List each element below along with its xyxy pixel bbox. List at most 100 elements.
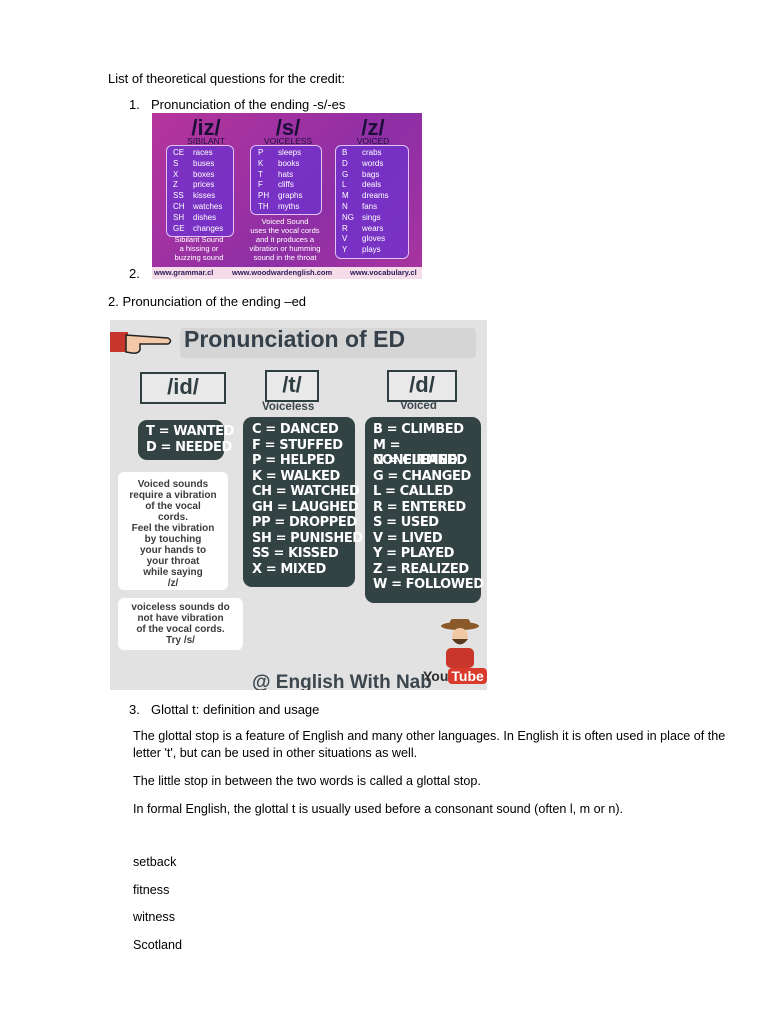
ed-word: B = CLIMBED — [373, 422, 464, 437]
example-word: fans — [362, 202, 378, 211]
example-word: changes — [193, 223, 224, 233]
paragraph-formal-english: In formal English, the glottal t is usua… — [133, 802, 624, 816]
subheader-voiceless: Voiceless — [262, 401, 315, 413]
note-line: not have vibration — [137, 613, 224, 624]
ed-word: PP = DROPPED — [252, 515, 357, 530]
header-id: /id/ — [140, 372, 226, 404]
note-line: of the vocal cords. — [136, 624, 225, 635]
ed-word: G = CHANGED — [373, 468, 471, 484]
ending-letters: K — [258, 158, 264, 168]
ed-word: T = WANTED — [146, 424, 235, 439]
ed-title: Pronunciation of ED — [184, 326, 406, 352]
example-word: sleeps — [278, 148, 302, 157]
paragraph-glottal-stop: The little stop in between the two words… — [133, 774, 481, 788]
ed-word: K = WALKED — [252, 468, 340, 484]
ending-letters: S — [173, 158, 179, 168]
list-number-1: 1. — [129, 97, 140, 112]
ending-letters: NG — [342, 212, 354, 222]
note-line: of the vocal — [145, 501, 201, 512]
voiceless-box — [250, 145, 322, 215]
list-number-2: 2. — [129, 266, 140, 281]
example-word: books — [278, 158, 300, 168]
example-word: Scotland — [133, 938, 183, 952]
header-z: /z/ — [361, 115, 385, 140]
example-word: bags — [362, 169, 380, 179]
note-line: your throat — [146, 556, 200, 567]
note-line: while saying — [143, 567, 203, 578]
example-word: graphs — [278, 191, 303, 201]
ending-letters: CE — [173, 148, 185, 157]
voiced-box — [335, 145, 409, 259]
ed-word: Y = PLAYED — [373, 546, 455, 561]
ed-word: C = DANCED — [252, 422, 339, 437]
document-heading: List of theoretical questions for the cr… — [108, 71, 346, 86]
ending-letters: V — [342, 234, 348, 244]
example-word: deals — [362, 180, 382, 190]
ed-word: S = USED — [373, 515, 439, 530]
example-word: myths — [278, 202, 300, 211]
sibilant-note: Sibilant Sound a hissing or buzzing soun… — [174, 235, 224, 262]
note-line: Feel the vibration — [131, 523, 215, 534]
example-word: sings — [362, 212, 381, 222]
ending-letters: L — [342, 180, 347, 190]
note-line: Voiced sounds — [137, 479, 209, 490]
ed-word: R = ENTERED — [373, 499, 466, 515]
paragraph-glottal-definition: The glottal stop is a feature of English… — [133, 729, 726, 760]
subheader-voiceless: VOICELESS — [263, 136, 313, 146]
list-item-3: Glottal t: definition and usage — [151, 702, 320, 717]
ending-letters: F — [258, 180, 263, 190]
subheader-voiced: Voiced — [400, 400, 437, 412]
example-word: races — [193, 148, 213, 157]
ending-letters: D — [342, 158, 348, 168]
ending-letters: T — [258, 169, 263, 179]
sibilant-box — [166, 145, 234, 237]
note-line: Try /s/ — [166, 635, 195, 646]
example-word: buses — [193, 158, 215, 168]
ending-letters: GE — [173, 223, 185, 233]
header-iz: /iz/ — [191, 115, 221, 140]
voiced-sounds-note — [118, 472, 228, 590]
note-line: /z/ — [167, 578, 179, 589]
ending-letters: PH — [258, 191, 270, 201]
ed-word: W = FOLLOWED — [373, 577, 484, 592]
ending-letters: TH — [258, 202, 269, 211]
id-words-box — [138, 420, 224, 460]
ed-word: D = NEEDED — [146, 439, 232, 455]
footer-link-vocabulary: www.vocabulary.cl — [350, 268, 417, 277]
d-words-box — [365, 417, 481, 603]
example-word: words — [362, 158, 384, 168]
ed-word: CH = WATCHED — [252, 484, 360, 499]
ending-letters: R — [342, 223, 348, 233]
footer-link-grammar: www.grammar.cl — [154, 268, 214, 277]
example-word: plays — [362, 245, 381, 255]
s-es-pronunciation-image: /iz/ /s/ /z/ SIBILANT VOICELESS VOICED C… — [152, 113, 422, 279]
ending-letters: M — [342, 191, 349, 201]
ending-letters: CH — [173, 202, 185, 211]
header-d: /d/ — [387, 370, 457, 402]
ed-word: X = MIXED — [252, 561, 326, 577]
ending-letters: Z — [173, 180, 178, 190]
ed-word: F = STUFFED — [252, 437, 343, 453]
list-item-2: 2. Pronunciation of the ending –ed — [108, 294, 307, 309]
example-word: fitness — [133, 883, 170, 897]
ending-letters: Y — [342, 245, 348, 255]
note-line: your hands to — [139, 545, 207, 556]
example-word: boxes — [193, 169, 215, 179]
ed-word: P = HELPED — [252, 453, 335, 468]
ed-word: GH = LAUGHED — [252, 499, 359, 515]
header-t: /t/ — [265, 370, 319, 402]
example-word: wears — [362, 223, 384, 233]
list-number-3: 3. — [129, 702, 140, 717]
example-word: witness — [133, 910, 175, 924]
example-word: dishes — [193, 212, 217, 222]
header-s: /s/ — [275, 115, 301, 140]
subheader-voiced: VOICED — [356, 136, 390, 146]
ed-word: Z = REALIZED — [373, 561, 469, 577]
cowboy-character-icon — [441, 619, 479, 668]
ed-word: SS = KISSED — [252, 546, 339, 561]
example-word: hats — [278, 169, 294, 179]
ed-word: N = CLEANED — [373, 453, 467, 468]
ending-letters: X — [173, 169, 179, 179]
ending-letters: G — [342, 169, 349, 179]
